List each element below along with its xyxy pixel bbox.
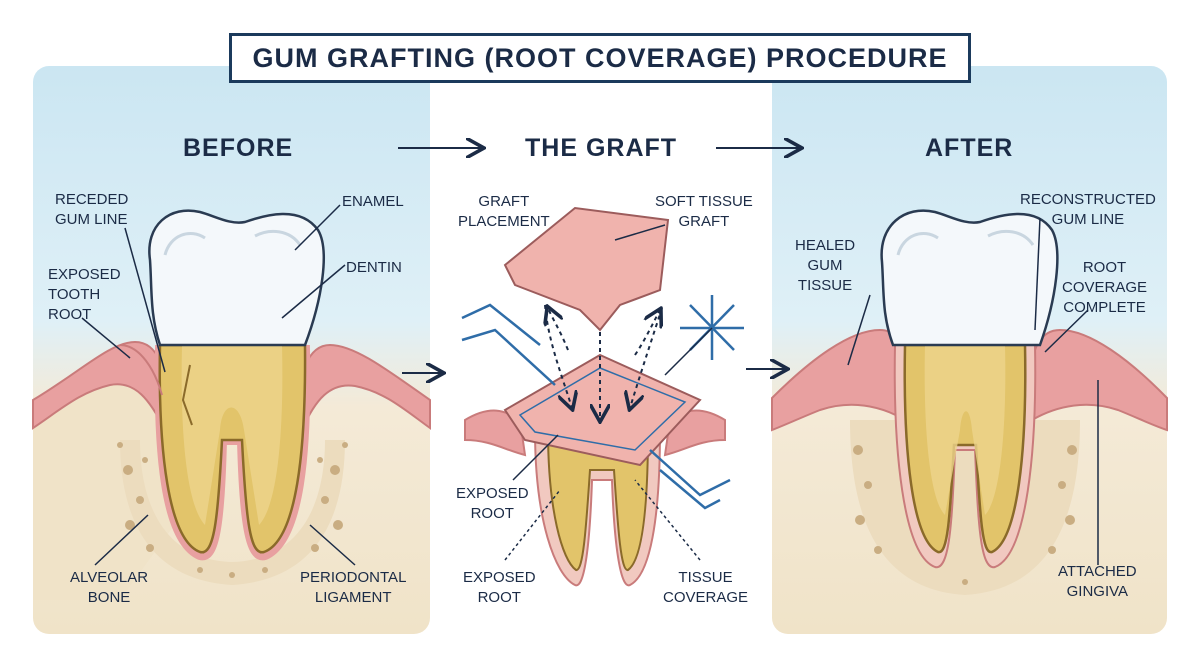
before-leader-lines bbox=[81, 204, 356, 566]
receded-gum-line-label: RECEDED GUM LINE bbox=[55, 191, 129, 228]
reconstructed-gum-line-label: RECONSTRUCTED GUM LINE bbox=[1020, 191, 1156, 228]
graft-heading: THE GRAFT bbox=[525, 134, 678, 162]
before-tooth-illustration bbox=[32, 209, 431, 600]
after-heading: AFTER bbox=[925, 134, 1014, 162]
alveolar-bone-label: ALVEOLAR BONE bbox=[70, 569, 149, 606]
dentin-label: DENTIN bbox=[346, 259, 402, 276]
soft-tissue-graft-label: SOFT TISSUE GRAFT bbox=[655, 193, 753, 230]
page-title: GUM GRAFTING (ROOT COVERAGE) PROCEDURE bbox=[252, 42, 948, 73]
periodontal-ligament-label: PERIODONTAL LIGAMENT bbox=[300, 569, 407, 606]
exposed-tooth-root-label: EXPOSED TOOTH ROOT bbox=[48, 266, 121, 323]
healed-gum-tissue-label: HEALED GUM TISSUE bbox=[795, 237, 856, 294]
root-coverage-complete-label: ROOT COVERAGE COMPLETE bbox=[1062, 259, 1148, 316]
graft-leader-lines bbox=[504, 224, 701, 561]
exposed-root-upper-label: EXPOSED ROOT bbox=[456, 485, 529, 522]
enamel-label: ENAMEL bbox=[342, 193, 404, 210]
graft-illustration bbox=[461, 206, 744, 587]
before-heading: BEFORE bbox=[183, 134, 294, 162]
tissue-coverage-label: TISSUE COVERAGE bbox=[663, 569, 749, 606]
graft-placement-label: GRAFT PLACEMENT bbox=[458, 193, 550, 230]
title-banner: GUM GRAFTING (ROOT COVERAGE) PROCEDURE bbox=[229, 33, 971, 83]
flow-arrows bbox=[398, 148, 800, 373]
after-leader-lines bbox=[847, 217, 1099, 565]
attached-gingiva-label: ATTACHED GINGIVA bbox=[1058, 563, 1137, 600]
after-tooth-illustration bbox=[771, 209, 1168, 595]
exposed-root-lower-label: EXPOSED ROOT bbox=[463, 569, 536, 606]
